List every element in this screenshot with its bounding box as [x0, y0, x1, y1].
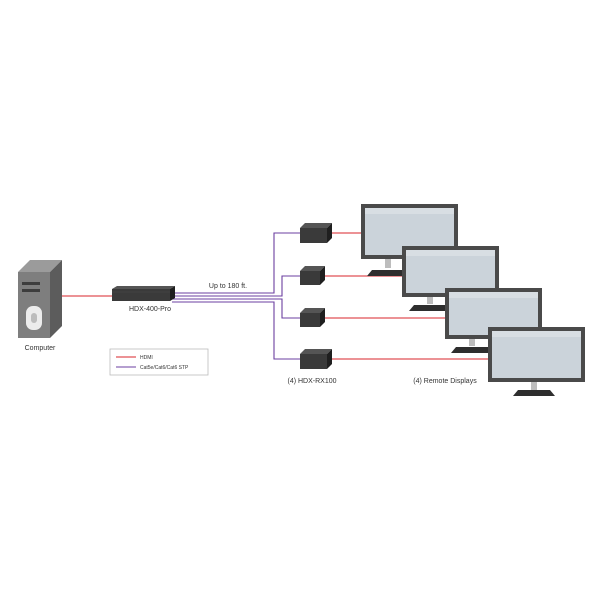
display-monitor-icon: [488, 327, 585, 396]
receiver-icon: [300, 349, 332, 369]
computer-tower-icon: [18, 260, 62, 338]
receiver-icon: [300, 266, 325, 285]
cat-cable-rx4: [262, 301, 300, 360]
cat-cable-rx2: [262, 275, 300, 297]
receiver-icon: [300, 308, 325, 327]
cat-cable-bundle: [172, 292, 262, 303]
cat-cable-rx1: [262, 232, 300, 294]
receivers-label: (4) HDX-RX100: [287, 378, 336, 385]
transmitter-icon: [112, 286, 175, 301]
computer-label: Computer: [25, 345, 56, 352]
cat-cable-rx3: [262, 298, 300, 319]
distance-label: Up to 180 ft.: [209, 283, 247, 290]
receiver-icon: [300, 223, 332, 243]
legend-cat-label: Cat5e/Cat6/Cat6 STP: [140, 365, 189, 371]
legend: HDMI Cat5e/Cat6/Cat6 STP: [109, 348, 209, 376]
transmitter-label: HDX-400-Pro: [129, 306, 171, 313]
legend-hdmi-label: HDMI: [140, 355, 153, 361]
displays-label: (4) Remote Displays: [413, 378, 477, 385]
